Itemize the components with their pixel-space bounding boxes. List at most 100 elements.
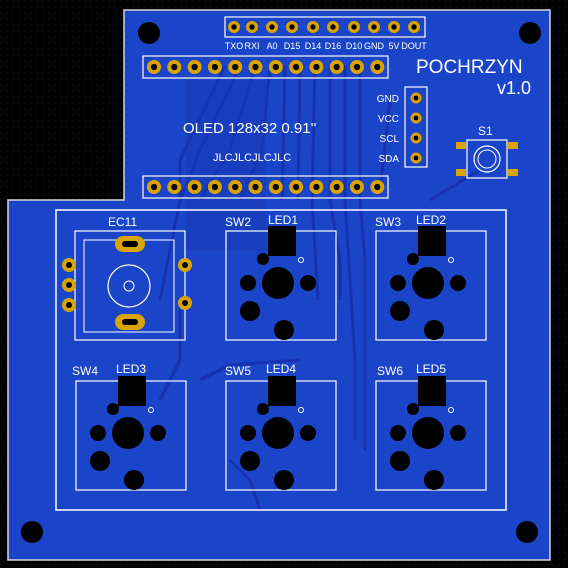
mcu-pin-top-10 (350, 60, 364, 74)
mcu-pin-top-7 (289, 60, 304, 74)
mcu-pin-top-11 (370, 60, 385, 74)
header-pin-label: 5V (388, 41, 399, 51)
oled-pin-label: GND (377, 94, 399, 105)
key-switch-sw4: SW4 LED3 (72, 362, 187, 491)
led-footprint (418, 376, 446, 406)
led-label: LED2 (416, 213, 446, 227)
mcu-pin-top-3 (207, 60, 222, 74)
led-label: LED4 (266, 362, 296, 376)
mcu-pin-bottom-0 (147, 180, 161, 194)
mcu-pin-bottom-7 (289, 180, 304, 194)
mcu-pin-top-9 (329, 60, 344, 74)
copper-pour-oled-area (186, 80, 266, 250)
mcu-pin-bottom-4 (228, 180, 243, 194)
led-label: LED3 (116, 362, 146, 376)
switch-center-hole (412, 417, 444, 449)
header-pin-label: RXI (244, 41, 259, 51)
switch-label: SW2 (225, 215, 251, 229)
mcu-pin-bottom-9 (329, 180, 344, 194)
mcu-pin-top-6 (268, 60, 283, 74)
mcu-pin-row-bottom (142, 175, 389, 199)
oled-pin-labels: GND VCC SCL SDA (377, 94, 400, 165)
switch-center-hole (412, 267, 444, 299)
header-pin-label: TXO (225, 41, 244, 51)
board-version: v1.0 (497, 78, 531, 98)
mcu-pin-bottom-6 (268, 180, 283, 194)
mcu-pin-bottom-5 (248, 180, 263, 194)
header-pin-label: D14 (305, 41, 322, 51)
oled-pin-label: SCL (380, 134, 400, 145)
header-pin-label: D15 (284, 41, 301, 51)
header-pin-label: D16 (325, 41, 342, 51)
board-title: POCHRZYN (416, 57, 523, 78)
led-footprint (118, 376, 146, 406)
header-pin-2 (266, 21, 278, 33)
oled-header-pins (410, 92, 422, 164)
key-switch-sw3: SW3 LED2 (375, 213, 487, 341)
header-pin-label: DOUT (401, 41, 427, 51)
reset-switch: S1 (456, 124, 518, 179)
oled-pin-3 (410, 152, 422, 164)
led-footprint (268, 226, 296, 256)
header-pin-5 (327, 21, 339, 33)
switch-center-hole (262, 417, 294, 449)
header-pin-6 (348, 21, 360, 33)
mounting-holes (21, 22, 541, 543)
oled-pin-1 (410, 112, 422, 124)
mcu-pin-top-4 (228, 60, 243, 74)
rotary-encoder: EC11 (62, 215, 192, 341)
mcu-pin-bottom-8 (309, 180, 324, 194)
header-pin-8 (388, 21, 400, 33)
header-pins (228, 21, 420, 33)
mcu-pin-top-2 (187, 60, 202, 74)
switch-label: SW4 (72, 364, 98, 378)
oled-pin-label: VCC (378, 114, 399, 125)
header-pin-3 (286, 21, 298, 33)
s1-label: S1 (478, 124, 493, 138)
key-switch-sw5: SW5 LED4 (225, 362, 337, 491)
header-pin-4 (307, 21, 319, 33)
mcu-pin-top-5 (248, 60, 263, 74)
header-pin-label: GND (364, 41, 385, 51)
led-label: LED1 (268, 213, 298, 227)
mcu-pin-top-8 (309, 60, 324, 74)
mcu-pin-bottom-11 (370, 180, 385, 194)
mcu-pin-bottom-10 (350, 180, 364, 194)
header-pin-label: A0 (266, 41, 277, 51)
mcu-pin-bottom-2 (187, 180, 202, 194)
key-switch-sw6: SW6 LED5 (375, 362, 487, 491)
mcu-pin-top-0 (147, 60, 161, 74)
header-pin-0 (228, 21, 240, 33)
header-pin-9 (408, 21, 420, 33)
switch-center-hole (262, 267, 294, 299)
header-silk-box (224, 16, 426, 38)
mcu-pin-top-1 (167, 60, 182, 74)
header-pin-7 (368, 21, 380, 33)
mcu-pin-row-top (142, 55, 389, 79)
ec11-label: EC11 (108, 215, 137, 229)
keyboard-area-outline (55, 209, 507, 511)
oled-label: OLED 128x32 0.91'' (183, 120, 316, 137)
oled-header-silk (404, 86, 428, 168)
switch-label: SW5 (225, 364, 251, 378)
oled-pin-2 (410, 132, 422, 144)
jlc-marking: JLCJLCJLCJLC (213, 152, 291, 164)
oled-pin-label: SDA (378, 154, 399, 165)
led-footprint (268, 376, 296, 406)
switch-center-hole (112, 417, 144, 449)
switch-label: SW6 (377, 364, 403, 378)
mcu-pin-bottom-3 (207, 180, 222, 194)
mounting-hole-top-left (138, 22, 160, 44)
switch-label: SW3 (375, 215, 401, 229)
key-switch-sw2: SW2 LED1 (225, 213, 337, 341)
mounting-hole-top-right (519, 22, 541, 44)
header-pin-label: D10 (346, 41, 363, 51)
mounting-hole-bottom-left (21, 521, 43, 543)
led-label: LED5 (416, 362, 446, 376)
mcu-pin-bottom-1 (167, 180, 182, 194)
header-pin-1 (246, 21, 258, 33)
mounting-hole-bottom-right (516, 521, 538, 543)
